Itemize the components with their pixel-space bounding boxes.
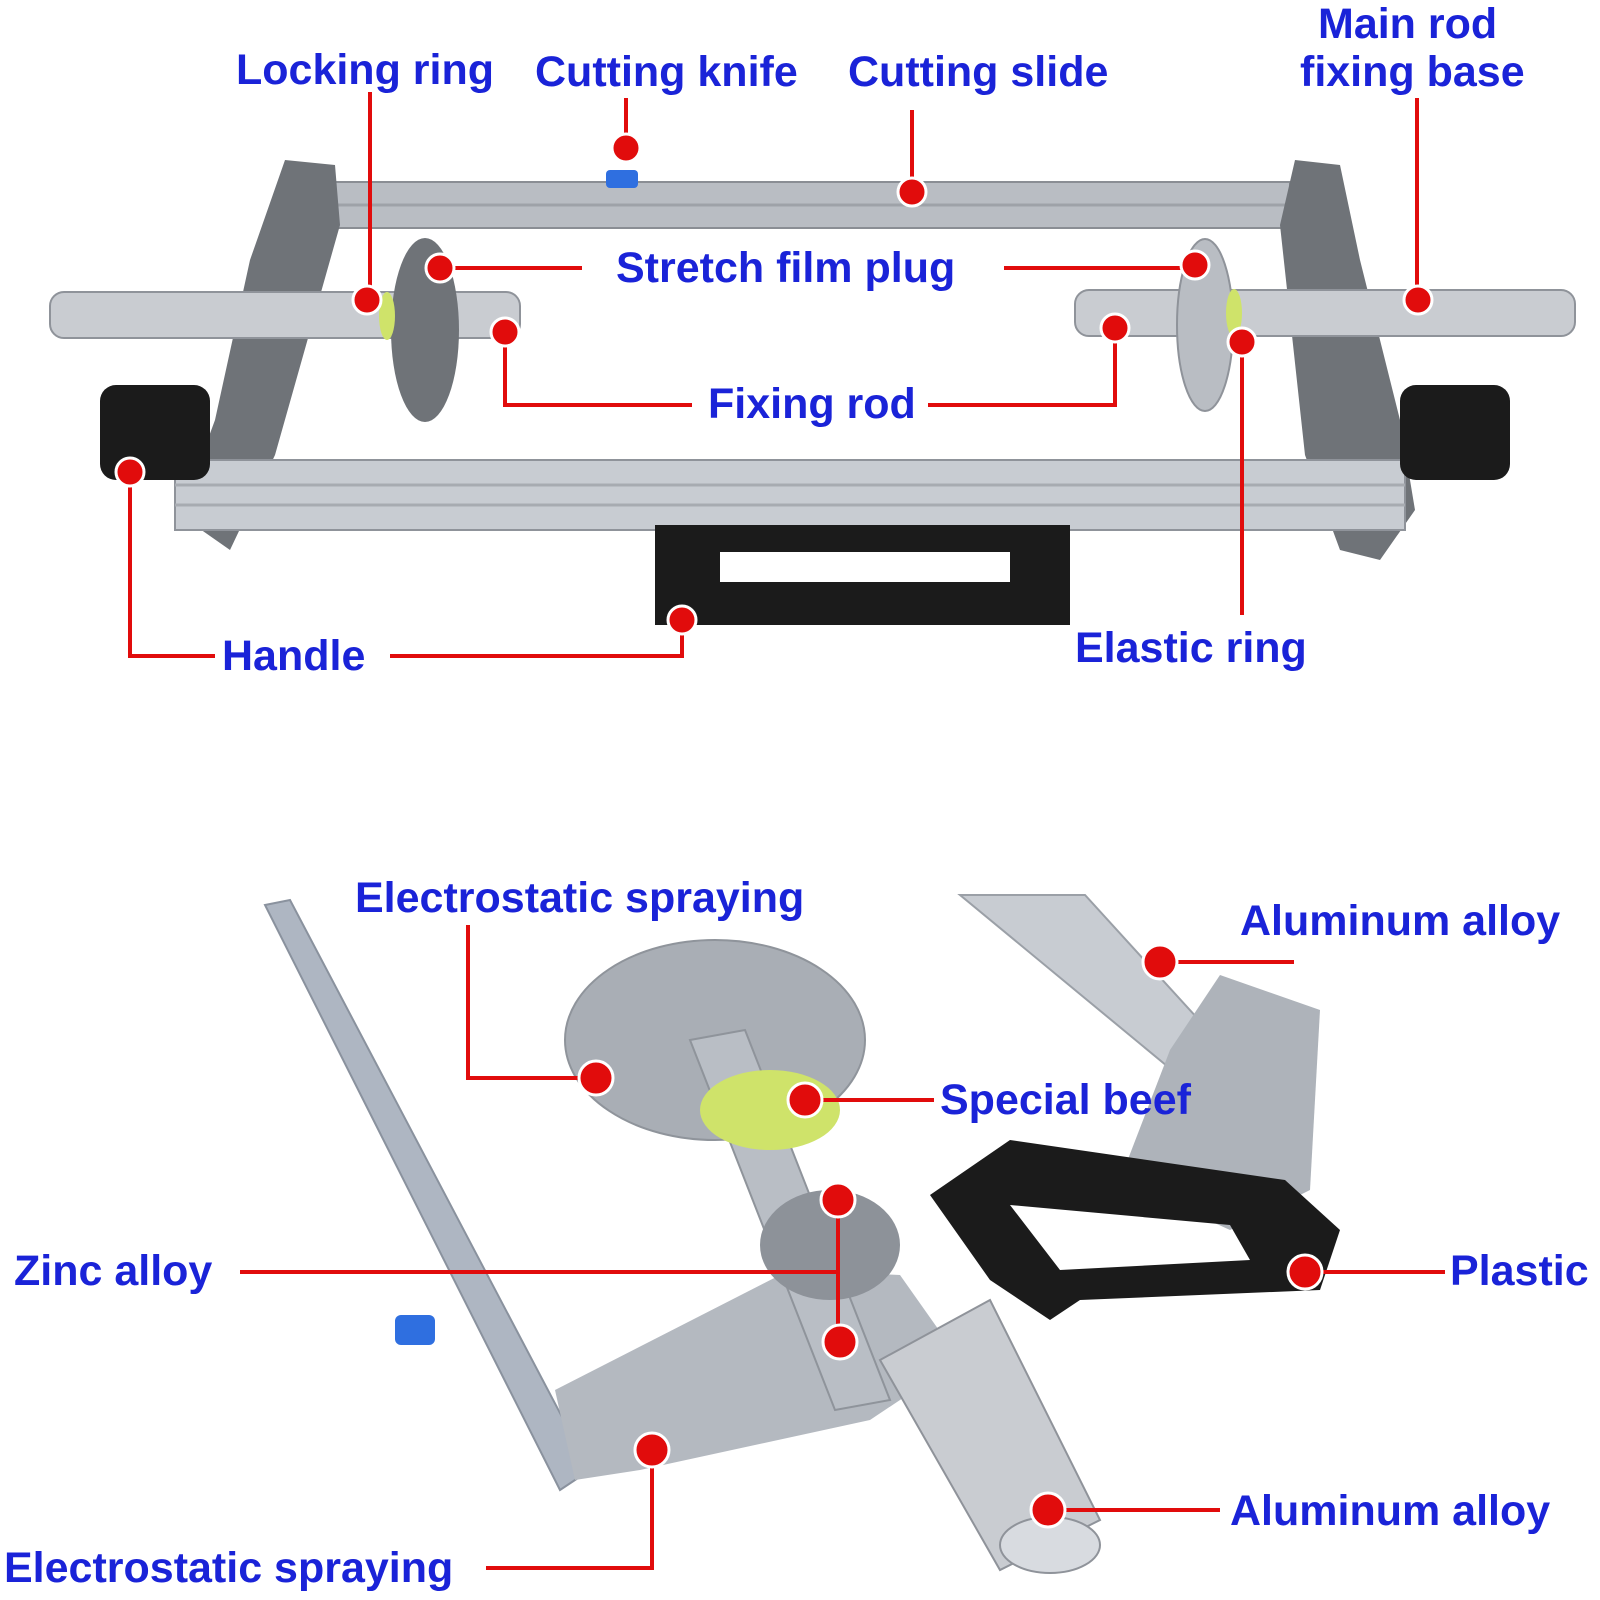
marker-cutting-slide: [896, 176, 928, 208]
closeup-illustration: [263, 894, 1340, 1574]
label-plastic: Plastic: [1450, 1247, 1589, 1295]
left-elastic-ring: [379, 292, 395, 340]
marker-aluminum-bar-top: [1141, 943, 1179, 981]
label-handle: Handle: [222, 632, 365, 680]
center-handle: [655, 525, 1070, 625]
bottom-marker-dots: [577, 943, 1324, 1529]
left-film-plug-disc: [391, 238, 459, 422]
marker-center-handle: [666, 604, 698, 636]
marker-locking-ring: [351, 284, 383, 316]
marker-cutting-knife: [610, 132, 642, 164]
right-main-rod: [1074, 289, 1576, 337]
label-main-rod-line2: fixing base: [1300, 48, 1525, 96]
right-side-handle: [1400, 385, 1510, 480]
right-elastic-ring: [1226, 289, 1242, 337]
dispenser-frame-illustration: [49, 160, 1576, 625]
marker-plastic: [1286, 1253, 1324, 1291]
bottom-labels: Electrostatic spraying Aluminum alloy Sp…: [4, 874, 1589, 1592]
marker-fixing-rod-left: [489, 316, 521, 348]
label-aluminum-alloy-top: Aluminum alloy: [1240, 897, 1560, 945]
label-cutting-slide: Cutting slide: [848, 48, 1108, 96]
label-elastic-ring: Elastic ring: [1075, 624, 1307, 672]
plastic-handle: [930, 1140, 1340, 1320]
marker-fixing-rod-right: [1099, 312, 1131, 344]
top-marker-dots: [114, 132, 1434, 636]
label-stretch-film-plug: Stretch film plug: [616, 244, 955, 292]
marker-elastic-ring: [1226, 326, 1258, 358]
top-leader-lines: [128, 92, 1419, 658]
left-side-handle: [100, 385, 210, 480]
marker-special-beef: [786, 1081, 824, 1119]
marker-zinc-alloy-lower: [821, 1323, 859, 1361]
marker-aluminum-shaft: [1029, 1491, 1067, 1529]
top-labels: Locking ring Cutting knife Cutting slide…: [222, 0, 1525, 680]
label-fixing-rod: Fixing rod: [708, 380, 916, 428]
diagonal-aluminum-bar: [263, 898, 592, 1492]
front-aluminum-bar: [174, 459, 1406, 531]
top-diagram: Locking ring Cutting knife Cutting slide…: [49, 0, 1576, 680]
bottom-leader-lines: [240, 925, 1445, 1570]
left-side-plate: [180, 160, 340, 550]
marker-side-handle: [114, 456, 146, 488]
label-electrostatic-spraying-bottom: Electrostatic spraying: [4, 1544, 453, 1592]
marker-zinc-alloy-upper: [819, 1181, 857, 1219]
marker-film-plug-left: [424, 252, 456, 284]
cutting-knife-block: [606, 170, 638, 188]
marker-main-rod-base: [1402, 284, 1434, 316]
label-aluminum-alloy-bottom: Aluminum alloy: [1230, 1487, 1550, 1535]
label-cutting-knife: Cutting knife: [535, 48, 798, 96]
marker-bracket-spray: [633, 1431, 671, 1469]
bottom-diagram: Electrostatic spraying Aluminum alloy Sp…: [4, 874, 1589, 1592]
label-main-rod-line1: Main rod: [1318, 0, 1497, 48]
marker-film-plug-right: [1179, 249, 1211, 281]
label-zinc-alloy: Zinc alloy: [14, 1247, 212, 1295]
label-special-beef: Special beef: [940, 1076, 1192, 1124]
label-electrostatic-spraying-top: Electrostatic spraying: [355, 874, 804, 922]
label-locking-ring: Locking ring: [236, 46, 494, 94]
blue-cutting-knife: [395, 1315, 435, 1345]
marker-spray-disc: [577, 1059, 615, 1097]
